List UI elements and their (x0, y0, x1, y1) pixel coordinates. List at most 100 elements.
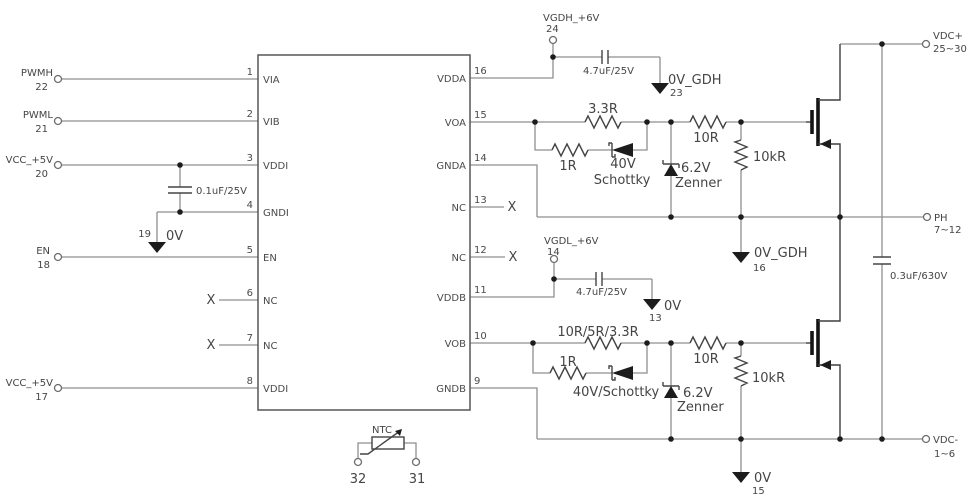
capacitor-0u3-bus (873, 256, 891, 265)
capacitor-0u1-vddi (168, 186, 192, 194)
ntc-thermistor-body (371, 436, 405, 450)
no-connect-marker-6: X (207, 293, 216, 308)
wire-gnda (470, 164, 538, 217)
value-r-series-a: 10R (693, 131, 719, 146)
wire-ntc-leads (357, 442, 417, 458)
value-z-a-2: Zenner (675, 176, 722, 191)
ground-arrow-13 (643, 299, 661, 310)
num-32: 32 (350, 472, 367, 487)
resistor-10kr-a (733, 139, 749, 171)
resistor-3r3-a (584, 114, 622, 130)
no-connect-marker-12: X (509, 250, 518, 265)
value-d-off-a-1: 40V (610, 157, 636, 172)
num-24: 24 (546, 24, 559, 35)
num-2530: 25~30 (933, 44, 967, 55)
terminal-pwmh (53, 74, 63, 84)
terminal-vcc17 (53, 383, 63, 393)
label-0v-13: 0V (664, 299, 681, 314)
label-vcc17: VCC_+5V (6, 378, 54, 389)
label-0v-15: 0V (754, 471, 771, 486)
capacitor-4u7-vdda (601, 50, 609, 64)
pin-num-14: 14 (474, 153, 487, 164)
pin-num-10: 10 (474, 331, 487, 342)
num-15g: 15 (752, 486, 765, 497)
label-0v-gdh-23: 0V_GDH (668, 73, 722, 88)
terminal-vdc-plus (921, 39, 931, 49)
ic-body (257, 54, 471, 411)
wire-cap-vddb (554, 278, 653, 299)
label-vgdh: VGDH_+6V (543, 13, 600, 24)
pin-num-3: 3 (247, 153, 253, 164)
pin-name-vddi3: VDDI (263, 161, 288, 172)
value-r-gate-a: 3.3R (588, 102, 618, 117)
terminal-vdc-minus (921, 434, 931, 444)
capacitor-4u7-vddb (595, 272, 603, 286)
num-18: 18 (37, 260, 50, 271)
pin-num-16: 16 (474, 66, 487, 77)
terminal-vgdh24 (548, 35, 558, 45)
value-c-vddi: 0.1uF/25V (196, 186, 247, 197)
num-22: 22 (35, 82, 48, 93)
wire-cap-vdda (553, 56, 661, 83)
wire-branch-b (532, 343, 648, 374)
label-vgdl: VGDL_+6V (544, 236, 599, 247)
num-13g: 13 (649, 313, 662, 324)
num-17: 17 (35, 392, 48, 403)
resistor-10r-a (689, 114, 727, 130)
value-d-off-a-2: Schottky (594, 173, 651, 188)
label-0v-gdh-16: 0V_GDH (754, 246, 808, 261)
pin-num-7: 7 (247, 333, 253, 344)
resistor-10kr-b (733, 355, 749, 387)
terminal-ntc-32 (353, 457, 363, 467)
mosfet-low-side (806, 217, 841, 439)
value-d-off-b: 40V/Schottky (573, 385, 660, 400)
value-c-vdda: 4.7uF/25V (583, 66, 634, 77)
mosfet-a-source-lead (818, 143, 841, 217)
wire-gndi (156, 211, 258, 242)
pin-name-nc6: NC (263, 296, 277, 307)
ntc-arrow-tip (395, 429, 402, 436)
pin-num-13: 13 (474, 195, 487, 206)
pin-name-gndb: GNDB (436, 384, 466, 395)
value-c-vddb: 4.7uF/25V (576, 287, 627, 298)
pin-name-voa: VOA (445, 118, 466, 129)
pin-num-6: 6 (247, 288, 253, 299)
pin-name-nc12: NC (452, 253, 466, 264)
pin-name-vob: VOB (445, 339, 467, 350)
pin-name-vib: VIB (263, 117, 280, 128)
pin-num-5: 5 (247, 245, 253, 256)
pin-num-4: 4 (247, 200, 253, 211)
pin-num-2: 2 (247, 109, 253, 120)
pin-name-gnda: GNDA (436, 161, 466, 172)
ic-pin-labels: 1 VIA 2 VIB 3 VDDI 4 GNDI 5 EN 6 NC 7 NC… (247, 66, 487, 395)
mosfet-a-drain-lead (818, 44, 841, 101)
value-r-off-b: 1R (559, 355, 576, 370)
label-en18: EN (36, 246, 50, 257)
label-pwmh: PWMH (21, 68, 53, 79)
label-vdc-plus: VDC+ (933, 31, 963, 42)
mosfet-b-source-lead (818, 364, 841, 439)
symbols (168, 50, 891, 455)
value-z-b-2: Zenner (677, 400, 724, 415)
pin-num-1: 1 (247, 67, 253, 78)
value-r-pull-b: 10kR (752, 371, 785, 386)
mosfet-high-side (806, 44, 841, 217)
value-c-bus: 0.3uF/630V (890, 271, 947, 282)
ntc-diagonal (360, 430, 401, 455)
pin-name-nc7: NC (263, 341, 277, 352)
num-712: 7~12 (934, 225, 961, 236)
terminal-ntc-31 (411, 457, 421, 467)
value-r-series-b: 10R (693, 352, 719, 367)
no-connect-marker-13: X (508, 200, 517, 215)
num-14t: 14 (547, 247, 560, 258)
pin-name-vddb: VDDB (437, 293, 466, 304)
pin-num-15: 15 (474, 110, 487, 121)
no-connect-marker-7: X (207, 338, 216, 353)
schottky-diode-b (612, 366, 633, 380)
pin-name-nc13: NC (452, 203, 466, 214)
ground-arrow-16 (732, 252, 750, 263)
pin-num-12: 12 (474, 245, 487, 256)
label-0v-19: 0V (166, 229, 183, 244)
pin-num-9: 9 (474, 376, 480, 387)
